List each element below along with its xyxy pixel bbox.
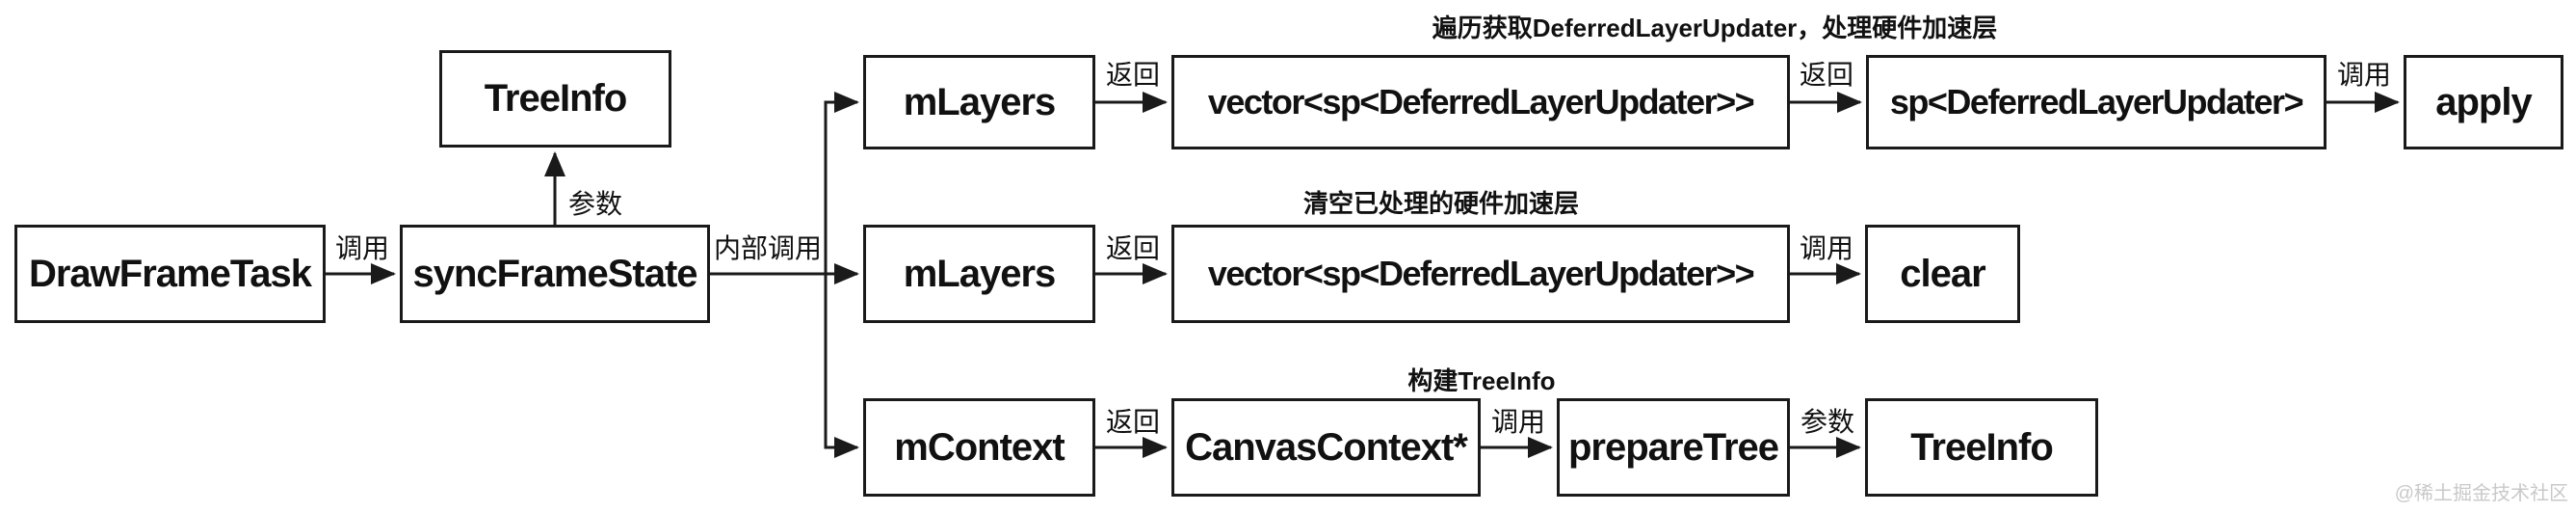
node-clear: clear: [1865, 225, 2020, 323]
edge-label-internal-call: 内部调用: [713, 233, 823, 263]
node-syncframestate: syncFrameState: [400, 225, 710, 323]
node-mcontext: mContext: [863, 398, 1095, 497]
edge-label-param-bottom: 参数: [1800, 407, 1855, 437]
edge-label-return-row1b: 返回: [1799, 60, 1854, 90]
edge-label-call-clear: 调用: [1799, 233, 1854, 263]
watermark-text: @稀土掘金技术社区: [2394, 483, 2568, 504]
edge-branch-to-mlayers1: [824, 92, 859, 274]
node-apply: apply: [2404, 55, 2563, 149]
annotation-row1: 遍历获取DeferredLayerUpdater，处理硬件加速层: [1432, 14, 1998, 42]
node-vector-row1: vector<sp<DeferredLayerUpdater>>: [1171, 55, 1790, 149]
edge-label-return-row1a: 返回: [1105, 60, 1161, 90]
edge-label-call-drawframetask: 调用: [334, 233, 390, 263]
node-drawframetask: DrawFrameTask: [14, 225, 326, 323]
node-treeinfo-top: TreeInfo: [439, 50, 671, 148]
node-treeinfo-bottom: TreeInfo: [1865, 398, 2098, 497]
node-spdeferredlayerupdater: sp<DeferredLayerUpdater>: [1866, 55, 2326, 149]
edge-branch-to-mcontext: [824, 274, 859, 458]
annotation-row2: 清空已处理的硬件加速层: [1302, 189, 1580, 218]
edge-label-call-preparetree: 调用: [1490, 407, 1546, 437]
edge-label-call-apply: 调用: [2336, 60, 2392, 90]
node-mlayers-row2: mLayers: [863, 225, 1095, 323]
node-mlayers-row1: mLayers: [863, 55, 1095, 149]
edge-label-return-row2: 返回: [1105, 233, 1161, 263]
edge-label-return-row3: 返回: [1105, 407, 1161, 437]
node-preparetree: prepareTree: [1557, 398, 1790, 497]
edge-label-param-treeinfo: 参数: [568, 189, 623, 219]
node-canvascontext: CanvasContext*: [1171, 398, 1481, 497]
node-vector-row2: vector<sp<DeferredLayerUpdater>>: [1171, 225, 1790, 323]
annotation-row3: 构建TreeInfo: [1407, 366, 1556, 395]
